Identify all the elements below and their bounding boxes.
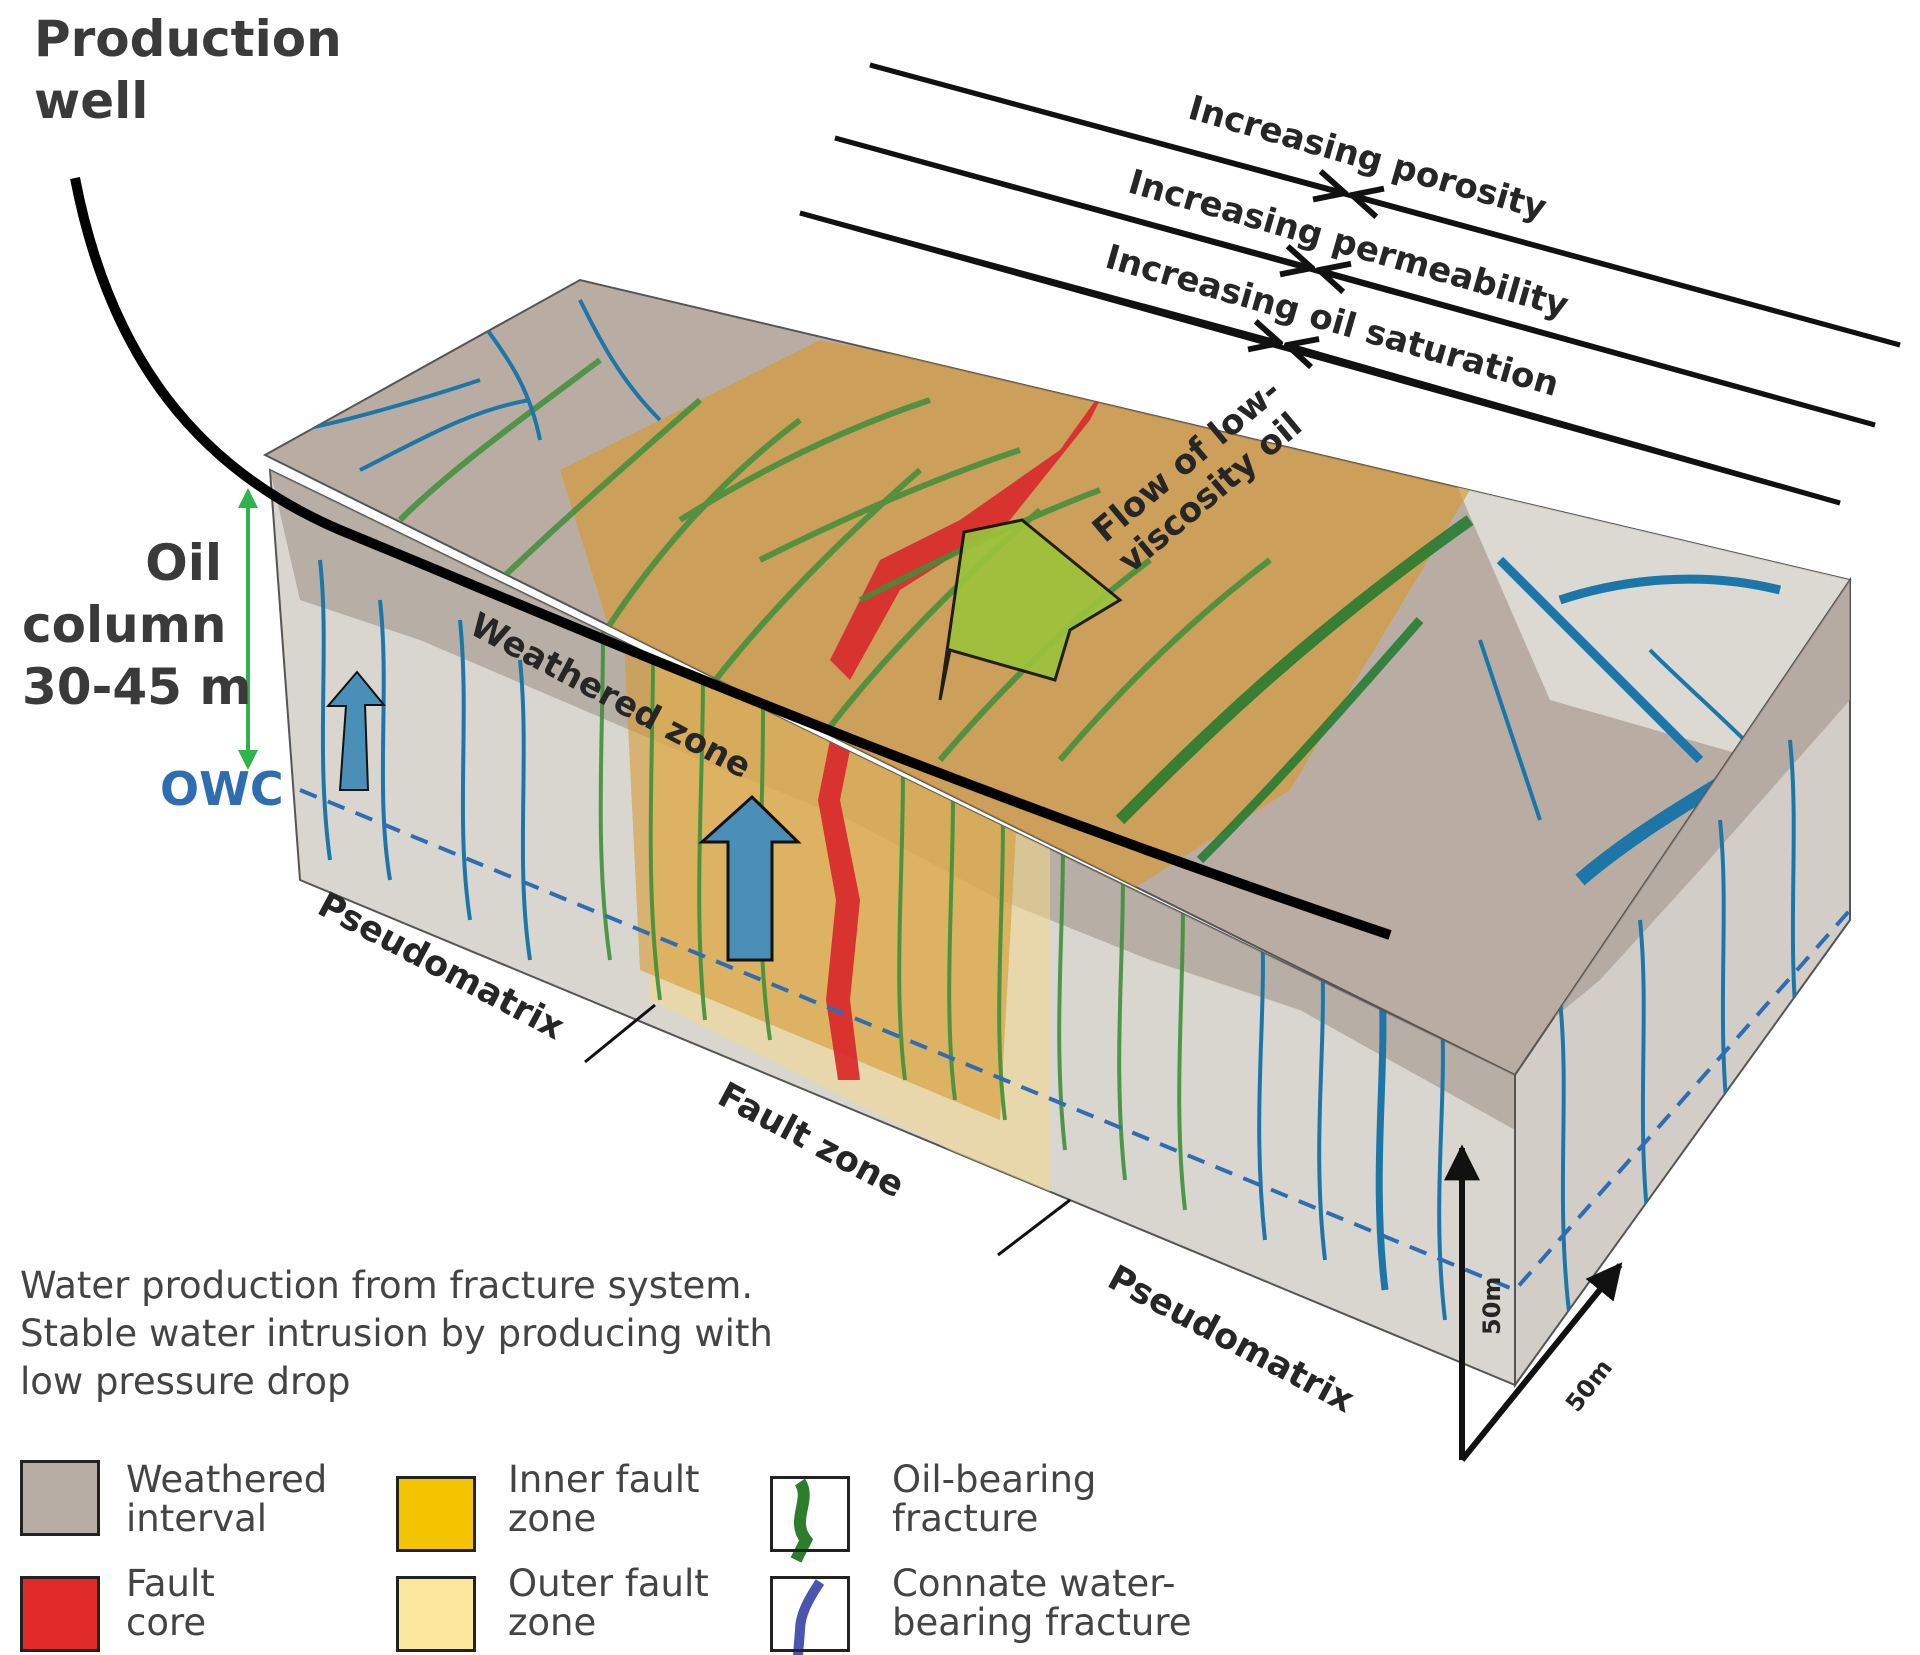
owc-label: OWC <box>160 762 284 816</box>
fault-zone-ticks <box>584 1003 1071 1257</box>
water-arrow-small <box>325 670 387 791</box>
production-well-line <box>70 177 1392 940</box>
oil-fracture-icon <box>790 1478 814 1563</box>
scale-arrows <box>1444 1144 1623 1462</box>
oil-column-label: Oil column 30-45 m <box>22 534 252 716</box>
trend-lines <box>799 62 1901 506</box>
legend-swatch-weathered <box>20 1460 100 1536</box>
legend-swatch-water-fracture <box>770 1576 850 1652</box>
front-inner-fault-zone <box>620 560 1020 1120</box>
side-weathered-band <box>1515 580 1850 1075</box>
description-text: Water production from fracture system. S… <box>20 1264 773 1403</box>
scale-vertical-label: 50m <box>1478 1276 1506 1335</box>
flow-arrow <box>938 518 1123 701</box>
top-weathered-light-patch <box>1450 470 1850 760</box>
legend-swatch-outer-fault <box>396 1576 476 1652</box>
water-fracture-icon <box>793 1579 825 1655</box>
front-fault-core <box>812 660 860 1080</box>
legend-swatch-fault-core <box>20 1576 100 1652</box>
water-arrow-large <box>698 794 802 962</box>
legend-swatch-inner-fault <box>396 1476 476 1552</box>
owc-line <box>299 788 1852 1293</box>
legend-swatch-oil-fracture <box>770 1476 850 1552</box>
production-well-label: Production well <box>34 10 342 130</box>
